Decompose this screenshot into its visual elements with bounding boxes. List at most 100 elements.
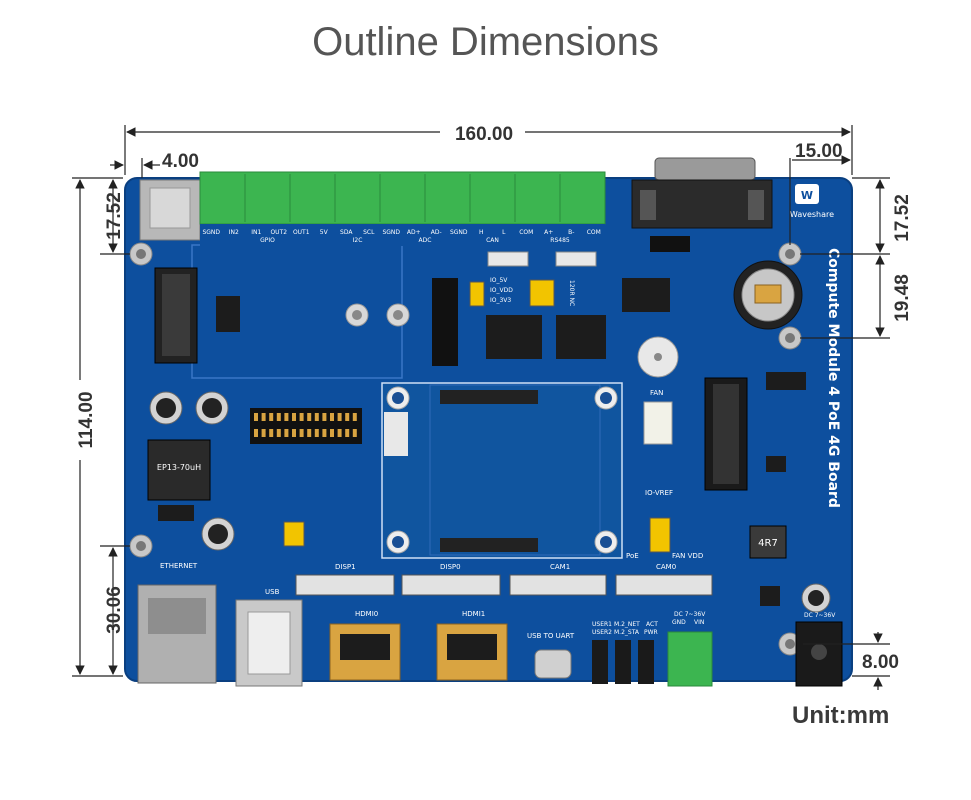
terminal-pin-label: SCL (363, 229, 375, 236)
header-pin (307, 413, 312, 421)
cm4-connector-bottom (440, 538, 538, 552)
terminal-pin-label: SGND (202, 229, 220, 236)
header-pin (269, 429, 274, 437)
led-label: IO_3V3 (490, 297, 511, 304)
rtc-battery (733, 260, 803, 330)
terminal-pin-label: AD+ (407, 229, 421, 236)
ic-chip (622, 278, 670, 312)
header-pin (276, 429, 281, 437)
terminal-pin-label: IN2 (229, 229, 239, 236)
cam1-connector: CAM1 (509, 563, 607, 596)
header-pin (337, 429, 342, 437)
mounting-hole (386, 386, 410, 410)
header-pin (284, 429, 289, 437)
terminal-group-label: CAN (486, 237, 499, 244)
hdmi1-port: HDMI1 (436, 610, 508, 681)
terminal-pin-label: H (479, 229, 484, 236)
capacitor (201, 517, 235, 551)
terminal-pin-label: 5V (320, 229, 329, 236)
sd-card-slot (139, 179, 201, 241)
ethernet-port: ETHERNET (137, 562, 217, 684)
waveshare-logo: W Waveshare (790, 184, 834, 219)
m2-slot (154, 267, 198, 364)
fan-vdd-label: FAN VDD (672, 552, 703, 560)
ic-chip (556, 315, 606, 359)
header-pin (330, 413, 334, 421)
cm4-connector-top (440, 390, 538, 404)
header-pin (292, 429, 296, 437)
dimension-lines (72, 125, 890, 690)
ic-chip (486, 315, 542, 359)
terminal-pin-label: SGND (450, 229, 468, 236)
usb-port: USB (235, 588, 303, 687)
svg-text:DISP0: DISP0 (440, 563, 461, 571)
dip-switch (650, 236, 690, 252)
header-pin (276, 413, 281, 421)
header-pin (292, 413, 296, 421)
inductor-label: 4R7 (758, 538, 778, 549)
svg-text:W: W (801, 189, 813, 202)
board-name: Compute Module 4 PoE 4G Board (825, 248, 841, 508)
pcb-board (124, 177, 853, 682)
terminal-pin-label: OUT1 (293, 229, 310, 236)
dim-left-bottom-label: 30.06 (104, 586, 125, 634)
dim-left-top-label: 17.52 (104, 192, 125, 240)
mounting-hole (345, 303, 369, 327)
header-pin (322, 429, 327, 437)
fan-connector: FAN (643, 389, 673, 445)
dim-right-top-label: 17.52 (892, 194, 913, 242)
terminal-pin-label: COM (587, 229, 601, 236)
svg-text:HDMI0: HDMI0 (355, 610, 378, 618)
terminal-pin-label: SGND (382, 229, 400, 236)
mounting-hole (778, 326, 802, 350)
led-label: M.2_NET (614, 621, 640, 628)
svg-text:ETHERNET: ETHERNET (160, 562, 198, 570)
svg-text:USB: USB (265, 588, 280, 596)
inductor: 4R7 (749, 525, 787, 559)
terminal-pin-label: IN1 (251, 229, 261, 236)
svg-text:HDMI1: HDMI1 (462, 610, 485, 618)
led-label: ACT (646, 621, 658, 628)
header-pin (314, 413, 319, 421)
terminal-group-label: RS485 (550, 237, 570, 244)
dim-height-label: 114.00 (76, 391, 97, 448)
svg-text:DC 7~36V: DC 7~36V (674, 611, 706, 618)
dim-dc-offset-label: 8.00 (862, 652, 899, 673)
terminal-block (199, 171, 606, 225)
terminal-pin-label: L (502, 229, 506, 236)
io-led-area: IO_5V IO_VDD IO_3V3 120R NC (469, 251, 597, 307)
mounting-hole (129, 534, 153, 558)
led-label: IO_5V (490, 277, 508, 284)
brand-label: Waveshare (790, 210, 834, 219)
svg-text:USB TO UART: USB TO UART (527, 632, 575, 640)
terminal-pin-label: COM (519, 229, 533, 236)
header-pin (269, 413, 274, 421)
header-pin (261, 413, 266, 421)
can-term-label: 120R NC (568, 280, 575, 306)
disp1-connector: DISP1 (295, 563, 395, 596)
mounting-hole (594, 530, 618, 554)
led-label: USER1 (592, 621, 612, 628)
led-label: M.2_STA (614, 629, 640, 636)
inductor: EP13-70uH (147, 439, 211, 501)
dim-right-spacing-label: 19.48 (892, 274, 913, 322)
svg-text:CAM1: CAM1 (550, 563, 570, 571)
fan-label: FAN (650, 389, 663, 397)
dc-jack: DC 7~36V (795, 612, 843, 687)
terminal-group-label: I2C (353, 237, 363, 244)
dim-width-label: 160.00 (455, 124, 513, 145)
header-pin (314, 429, 319, 437)
led-label: PWR (644, 629, 658, 636)
pcie-slot (704, 377, 748, 491)
header-pin (299, 429, 304, 437)
gpio-header (250, 408, 362, 444)
mounting-hole (594, 386, 618, 410)
terminal-group-label: ADC (419, 237, 432, 244)
terminal-pin-label: A+ (544, 229, 553, 236)
header-pin (352, 429, 357, 437)
disp0-connector: DISP0 (401, 563, 501, 596)
unit-label: Unit:mm (792, 702, 890, 729)
cam0-connector: CAM0 (615, 563, 713, 596)
